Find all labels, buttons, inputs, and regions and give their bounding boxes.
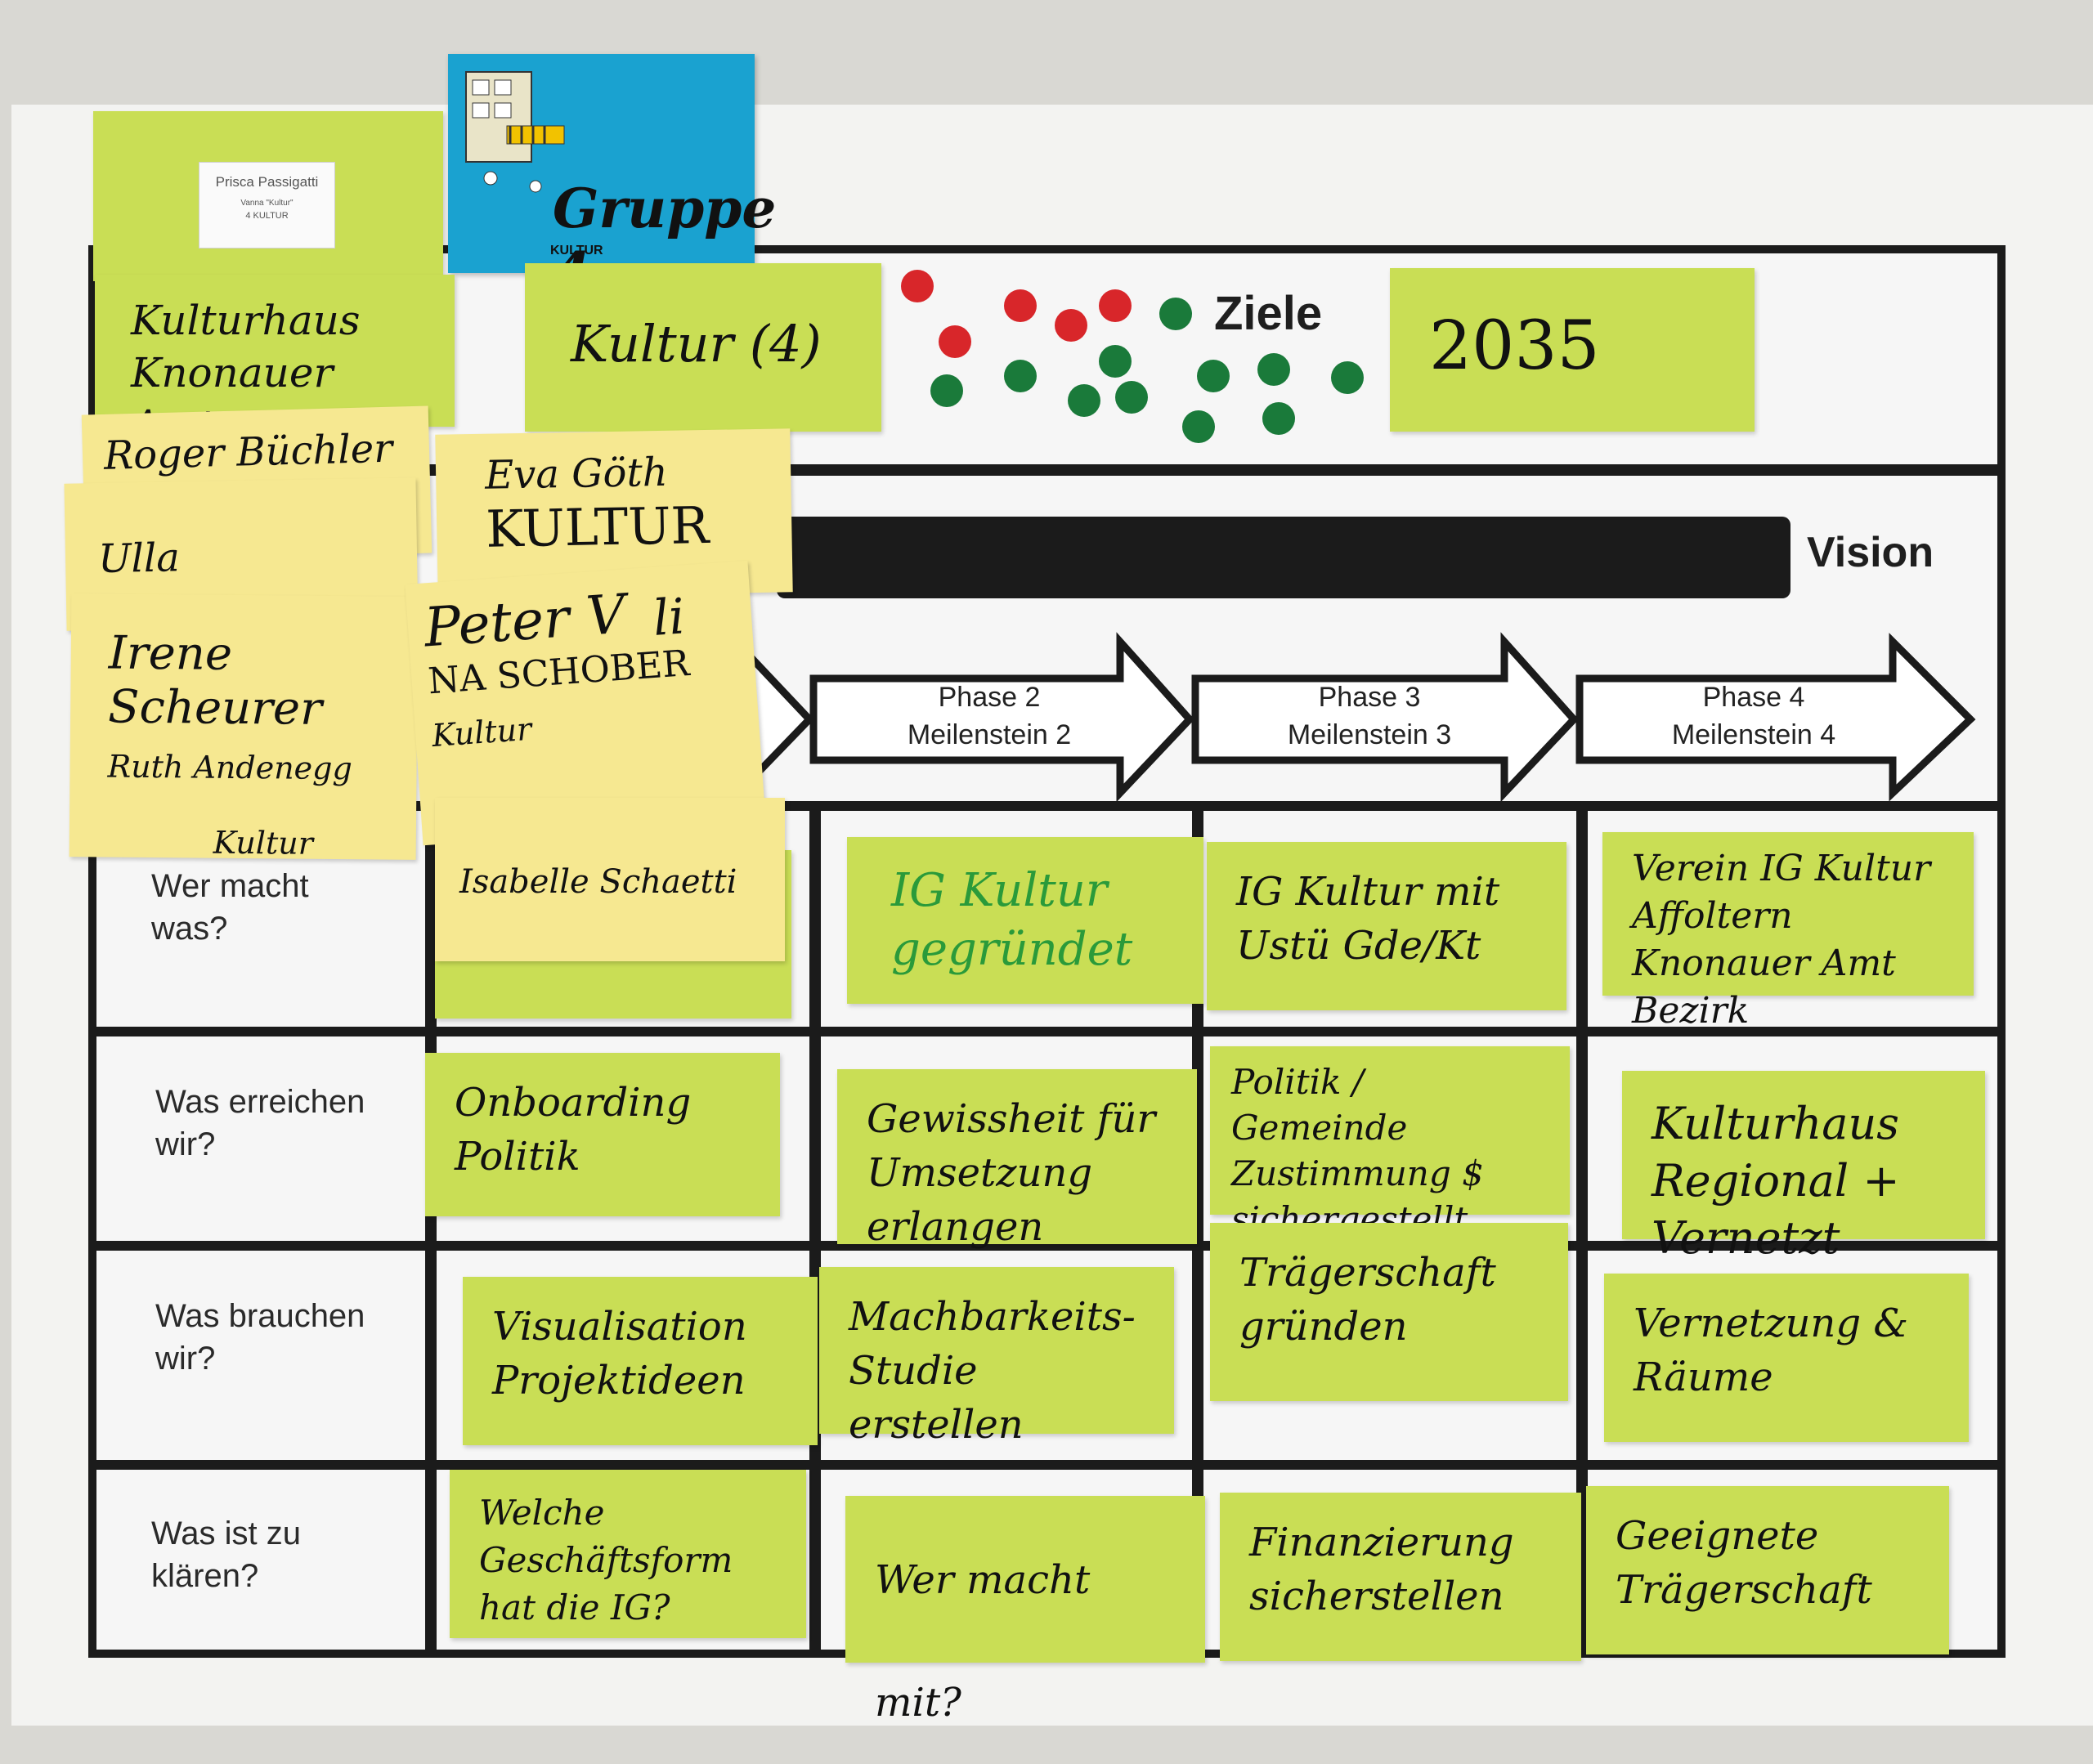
note-r2-c1: Onboarding Politik (425, 1053, 780, 1216)
dot-red (1099, 289, 1132, 322)
participant-note-4: Irene Scheurer Ruth Andenegg Kultur (69, 593, 419, 862)
group-card-illustration-icon (465, 71, 565, 193)
divider-col3 (1192, 809, 1203, 1658)
dot-red (1055, 309, 1087, 342)
dot-green (1331, 361, 1364, 394)
divider-col2 (809, 809, 821, 1658)
row-label-wer: Wer macht was? (151, 868, 309, 947)
dot-green (1262, 402, 1295, 435)
dot-green (930, 374, 963, 407)
note-r2-c3: Politik / Gemeinde Zustimmung $ sicherge… (1210, 1046, 1570, 1239)
dot-green (1099, 345, 1132, 378)
group-card-subtitle: KULTUR (550, 244, 603, 257)
phase-2-label: Phase 2 Meilenstein 2 (907, 682, 1072, 750)
dot-red (939, 325, 971, 358)
note-r1-c4: Verein IG Kultur Affoltern Knonauer Amt … (1602, 832, 1974, 1032)
note-r3-c4: Vernetzung & Räume (1604, 1274, 1969, 1442)
dot-green (1115, 381, 1148, 414)
phase-4-label: Phase 4 Meilenstein 4 (1671, 682, 1836, 750)
participant-note-6: Isabelle Schaetti (435, 798, 785, 961)
note-r3-c3: Trägerschaft gründen (1210, 1223, 1568, 1401)
note-r4-c3: Finanzierung sicherstellen (1220, 1493, 1581, 1661)
note-r2-c4: Kulturhaus Regional + Vernetzt (1622, 1071, 1985, 1264)
note-r3-c2: Machbarkeits-Studie erstellen (819, 1267, 1174, 1448)
dot-green (1068, 384, 1100, 417)
note-kulturhaus: Kulturhaus Knonauer Amt (95, 275, 455, 449)
note-year: 2035 (1390, 268, 1755, 432)
dot-red (1004, 289, 1037, 322)
note-r1-c3: IG Kultur mit Ustü Gde/Kt (1207, 842, 1566, 1010)
dot-green (1182, 410, 1215, 443)
note-r1-c2: IG Kultur gegründet (847, 837, 1203, 1004)
name-card: Prisca Passigatti Vanna "Kultur" 4 KULTU… (199, 162, 335, 248)
row-label-brauchen: Was brauchen wir? (155, 1298, 365, 1377)
group-card: Gruppe 4 KULTUR (448, 54, 776, 304)
note-r2-c2: Gewissheit für Umsetzung erlangen (837, 1069, 1197, 1250)
vision-bar (777, 517, 1790, 598)
note-r3-c1: Visualisation Projektideen (463, 1277, 818, 1445)
note-r4-c4: Geeignete Trägerschaft (1586, 1486, 1949, 1654)
divider-row1 (88, 1027, 2006, 1036)
divider-col1 (425, 809, 437, 1658)
arrow-phase-3 (1191, 632, 1580, 803)
arrow-phase-4 (1575, 633, 1976, 802)
dot-green (1197, 360, 1230, 392)
note-r4-c1: Welche Geschäftsform hat die IG? (450, 1470, 806, 1638)
divider-row3 (88, 1460, 2006, 1470)
note-r4-c2: Wer macht mit? (845, 1496, 1205, 1726)
row-label-erreichen: Was erreichen wir? (155, 1084, 365, 1162)
dot-green (1257, 353, 1290, 386)
dot-green (1159, 298, 1192, 330)
ziele-label: Ziele (1214, 287, 1323, 340)
arrow-phase-2 (809, 632, 1195, 803)
phase-3-label: Phase 3 Meilenstein 3 (1287, 682, 1452, 750)
phase-arrows (715, 632, 1976, 803)
row-label-klaeren: Was ist zu klären? (151, 1516, 301, 1594)
divider-col4 (1576, 809, 1588, 1658)
dot-red (901, 270, 934, 302)
note-kultur-4: Kultur (4) (525, 263, 881, 432)
vision-label: Vision (1807, 529, 1934, 576)
dot-green (1004, 360, 1037, 392)
